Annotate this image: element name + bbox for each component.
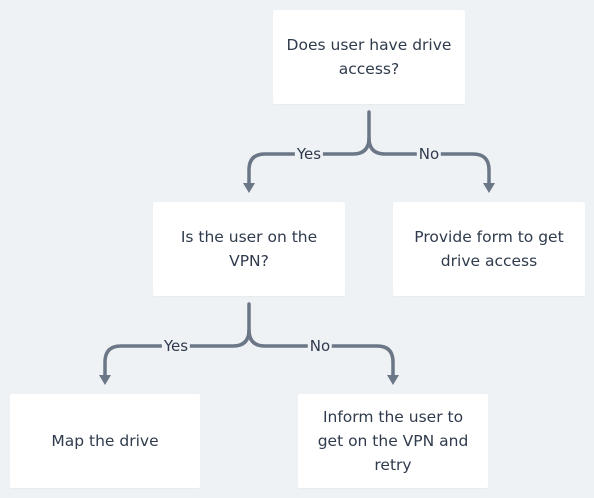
edge-label-access-no: No xyxy=(416,145,442,163)
connector-access-no xyxy=(367,136,491,188)
decision-user-on-vpn[interactable]: Is the user on the VPN? xyxy=(153,202,345,296)
decision-drive-access-label: Does user have drive access? xyxy=(286,36,452,78)
edge-label-vpn-yes: Yes xyxy=(161,337,191,355)
connector-vpn-no xyxy=(247,328,395,380)
edge-label-vpn-no: No xyxy=(307,337,333,355)
action-map-drive-label: Map the drive xyxy=(51,432,159,450)
action-provide-form-label: Provide form to get drive access xyxy=(414,228,564,270)
arrowhead-vpn-no xyxy=(387,375,399,385)
action-inform-vpn-label: Inform the user to get on the VPN and re… xyxy=(317,408,469,474)
action-inform-vpn[interactable]: Inform the user to get on the VPN and re… xyxy=(298,394,488,488)
decision-drive-access[interactable]: Does user have drive access? xyxy=(273,10,465,104)
action-map-drive[interactable]: Map the drive xyxy=(10,394,200,488)
decision-user-on-vpn-label: Is the user on the VPN? xyxy=(180,228,318,270)
arrowhead-vpn-yes xyxy=(99,375,111,385)
arrowhead-access-no xyxy=(483,183,495,193)
action-provide-form[interactable]: Provide form to get drive access xyxy=(393,202,585,296)
arrowhead-access-yes xyxy=(243,183,255,193)
edge-label-access-yes: Yes xyxy=(294,145,324,163)
